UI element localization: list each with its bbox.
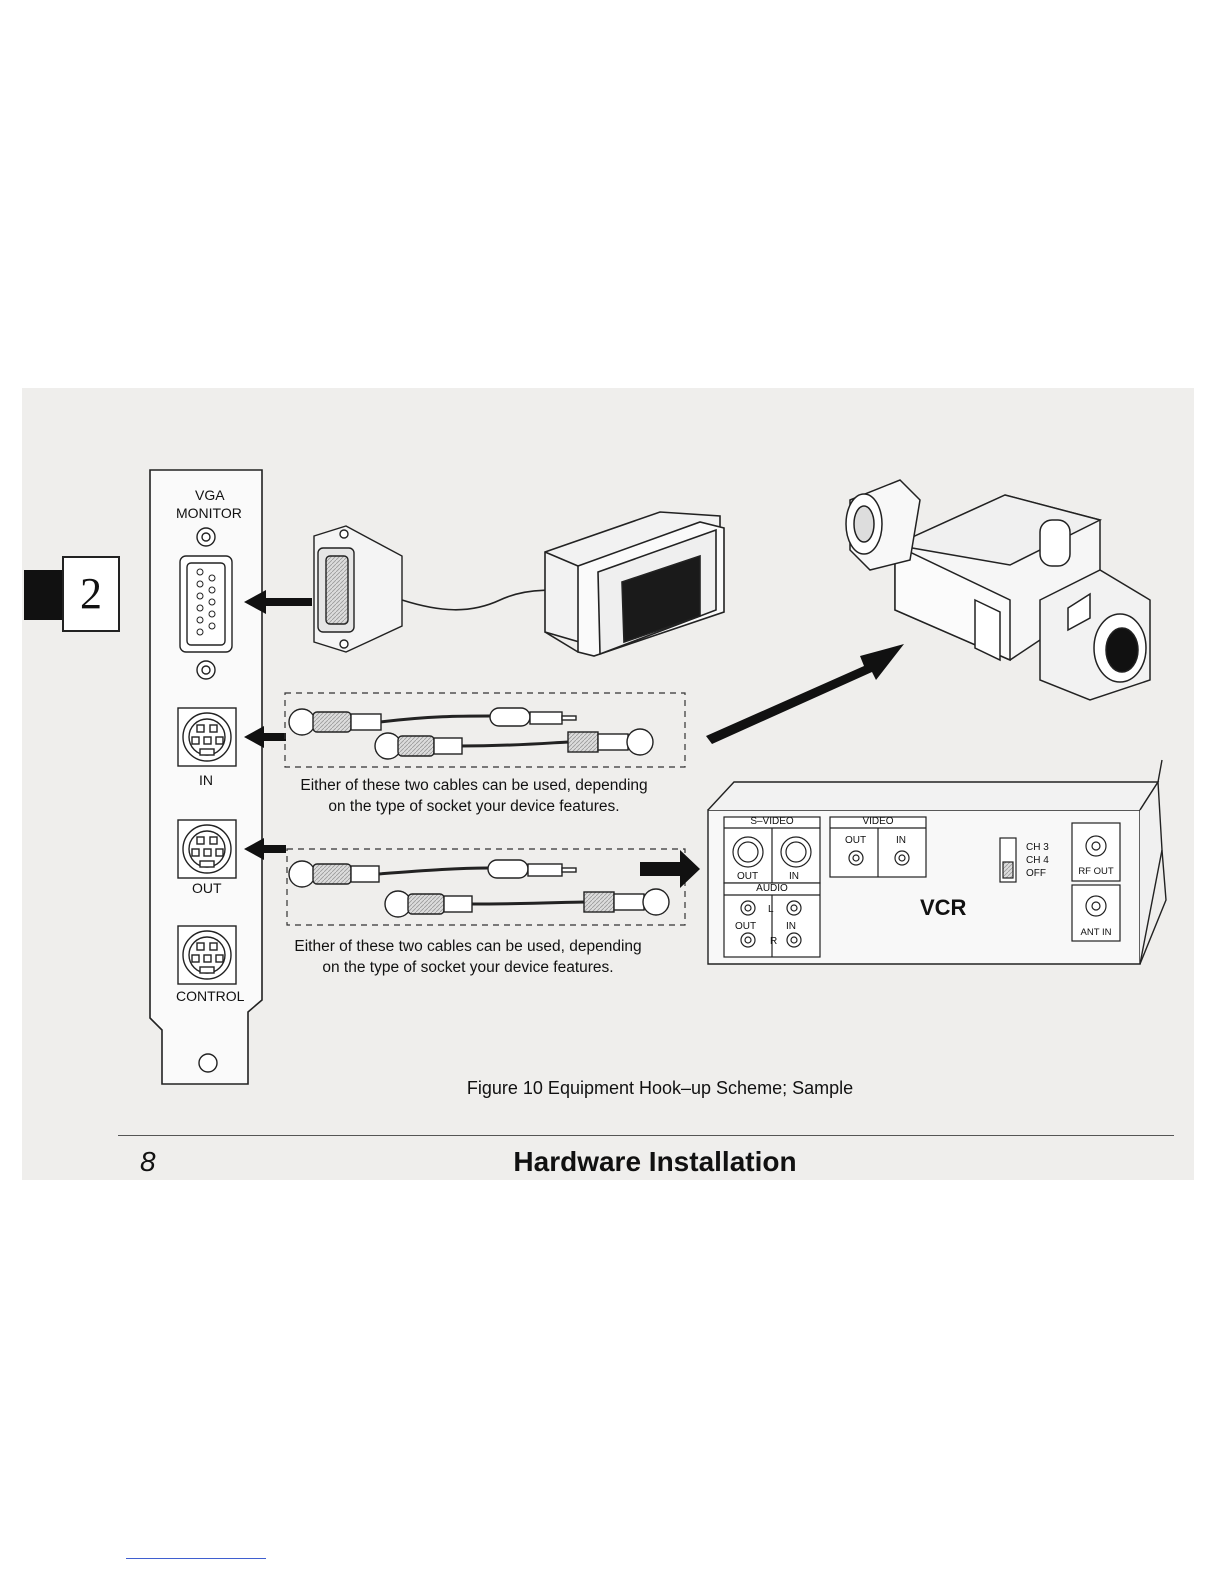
footer-rule [118, 1135, 1174, 1136]
vcr-channel-switch [999, 837, 1017, 883]
vcr-video-out-label: OUT [845, 835, 867, 846]
cable-group-upper [284, 692, 686, 768]
lower-caption-line2: on the type of socket your device featur… [322, 959, 614, 976]
chapter-tab-marker [24, 570, 66, 620]
section-title: Hardware Installation [513, 1146, 797, 1177]
vga-port [179, 527, 233, 680]
lower-cable-2 [384, 888, 670, 918]
vcr-video-panel [829, 816, 927, 878]
monitor-label: MONITOR [176, 505, 242, 521]
chapter-tab-box [62, 556, 120, 632]
upper-caption-line2: on the type of socket your device featur… [328, 798, 620, 815]
vcr-ant-in-label: ANT IN [1080, 927, 1112, 938]
out-port-label: OUT [192, 880, 222, 896]
vga-label: VGA [195, 487, 225, 503]
page-number: 8 [140, 1146, 156, 1177]
vga-monitor [544, 511, 725, 657]
vcr-off-label: OFF [1026, 868, 1046, 879]
upper-cable-1 [288, 707, 577, 736]
in-port-label: IN [199, 772, 213, 788]
vga-plug [313, 525, 403, 653]
lower-caption-line1: Either of these two cables can be used, … [294, 938, 642, 955]
control-port-label: CONTROL [176, 988, 245, 1004]
arrow-to-vga [244, 590, 312, 614]
camcorder [845, 479, 1151, 701]
din-port-in [177, 707, 237, 767]
arrow-to-vcr [640, 850, 700, 888]
vcr-audio-l-label: L [768, 904, 774, 915]
arrow-to-in [244, 726, 286, 748]
upper-caption-line1: Either of these two cables can be used, … [300, 777, 648, 794]
din-port-control [177, 925, 237, 985]
vcr-svideo-out-label: OUT [737, 871, 759, 882]
arrow-to-camcorder [706, 644, 904, 744]
figure-caption: Figure 10 Equipment Hook–up Scheme; Samp… [466, 1078, 854, 1098]
vcr-svideo-label: S–VIDEO [750, 816, 794, 827]
vcr-name-label: VCR [920, 895, 967, 920]
vcr-ch3-label: CH 3 [1026, 842, 1049, 853]
vcr-audio-label: AUDIO [756, 883, 788, 894]
vcr-ch4-label: CH 4 [1026, 855, 1049, 866]
bracket-screw-hole [198, 1053, 218, 1073]
vcr-audio-r-label: R [770, 936, 778, 947]
vcr-audio-in-label: IN [786, 921, 796, 932]
blank-link-underline[interactable] [126, 1558, 266, 1559]
vcr-audio-out-label: OUT [735, 921, 757, 932]
upper-cable-2 [374, 728, 654, 760]
vcr-audio-panel [723, 882, 821, 958]
din-port-out [177, 819, 237, 879]
vcr-video-in-label: IN [896, 835, 906, 846]
vcr-rf-panel [1071, 822, 1121, 942]
vcr-svideo-in-label: IN [789, 871, 799, 882]
cable-group-lower [286, 848, 686, 926]
vcr-rf-out-label: RF OUT [1078, 866, 1114, 877]
vcr-svideo-panel [723, 816, 821, 884]
vcr-video-label: VIDEO [862, 816, 894, 827]
arrow-to-out [244, 838, 286, 860]
chapter-tab-number: 2 [80, 569, 102, 618]
lower-cable-1 [288, 859, 577, 888]
